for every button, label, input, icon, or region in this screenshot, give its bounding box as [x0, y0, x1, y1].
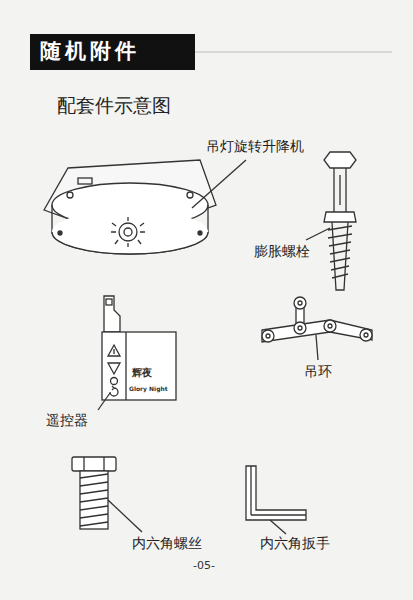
section-heading: 随机附件 [40, 39, 140, 63]
part-name: 内六角螺丝 [132, 535, 202, 551]
part-name: 遥控器 [46, 412, 88, 428]
part-name: 内六角扳手 [260, 535, 330, 551]
part-name: 吊环 [304, 363, 332, 379]
page-number: -05- [193, 560, 215, 573]
expansion-bolt [306, 152, 356, 290]
remote-control [98, 296, 176, 410]
brand-name: Glory Night [129, 386, 168, 393]
part-name: 吊灯旋转升降机 [206, 138, 304, 154]
part-name: 膨胀螺栓 [254, 243, 310, 259]
lift-machine [44, 160, 246, 254]
hex-wrench [246, 466, 306, 534]
hex-screw [72, 457, 142, 532]
subheading: 配套件示意图 [57, 95, 171, 117]
brand-logo: 辉夜 [132, 367, 152, 379]
hanging-ring [262, 297, 372, 360]
